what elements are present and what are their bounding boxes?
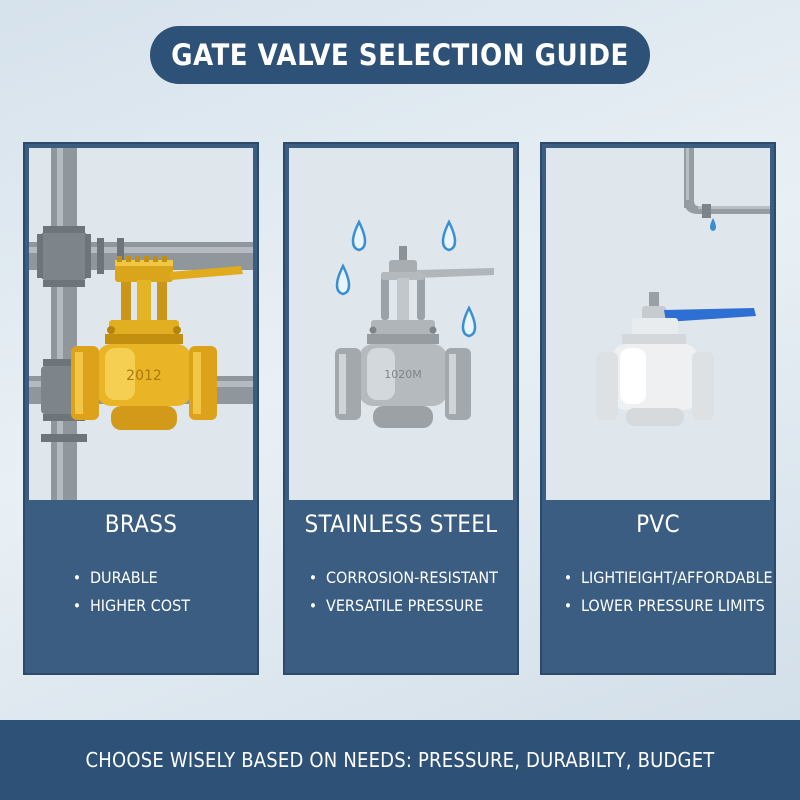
card-pvc: PVC LIGHTIEIGHT/AFFORDABLE LOWER PRESSUR… bbox=[540, 142, 776, 675]
stainless-points: CORROSION-RESISTANT VERSATILE PRESSURE bbox=[285, 564, 517, 620]
card-title-stainless-steel: STAINLESS STEEL bbox=[304, 510, 498, 538]
gate-valve-icon: 2012 bbox=[71, 256, 243, 430]
list-item: VERSATILE PRESSURE bbox=[285, 592, 517, 620]
list-item: LIGHTIEIGHT/AFFORDABLE bbox=[542, 564, 774, 592]
footer-text: CHOOSE WISELY BASED ON NEEDS: PRESSURE, … bbox=[85, 748, 715, 772]
card-title-pvc: PVC bbox=[636, 510, 680, 538]
valve-marking: 1020M bbox=[384, 368, 422, 381]
gate-valve-icon bbox=[596, 292, 756, 426]
stainless-valve-image: 1020M bbox=[289, 148, 513, 500]
card-brass: 2012 BRASS DURABLE HIGHER COST bbox=[23, 142, 259, 675]
card-stainless-steel: 1020M STAINLESS STEEL CORROSION-RESISTAN… bbox=[283, 142, 519, 675]
title-banner: GATE VALVE SELECTION GUIDE bbox=[150, 26, 650, 84]
footer-banner: CHOOSE WISELY BASED ON NEEDS: PRESSURE, … bbox=[0, 720, 800, 800]
pvc-points: LIGHTIEIGHT/AFFORDABLE LOWER PRESSURE LI… bbox=[542, 564, 774, 620]
card-title-brass: BRASS bbox=[104, 510, 178, 538]
dripping-pipe-icon bbox=[684, 148, 770, 231]
page-title: GATE VALVE SELECTION GUIDE bbox=[171, 38, 629, 72]
list-item: HIGHER COST bbox=[25, 592, 257, 620]
list-item: DURABLE bbox=[25, 564, 257, 592]
gate-valve-icon: 1020M bbox=[335, 246, 494, 428]
brass-points: DURABLE HIGHER COST bbox=[25, 564, 257, 620]
pvc-valve-image bbox=[546, 148, 770, 500]
brass-valve-image: 2012 bbox=[29, 148, 253, 500]
list-item: LOWER PRESSURE LIMITS bbox=[542, 592, 774, 620]
valve-marking: 2012 bbox=[126, 368, 162, 384]
water-drop-icon bbox=[335, 219, 477, 338]
list-item: CORROSION-RESISTANT bbox=[285, 564, 517, 592]
